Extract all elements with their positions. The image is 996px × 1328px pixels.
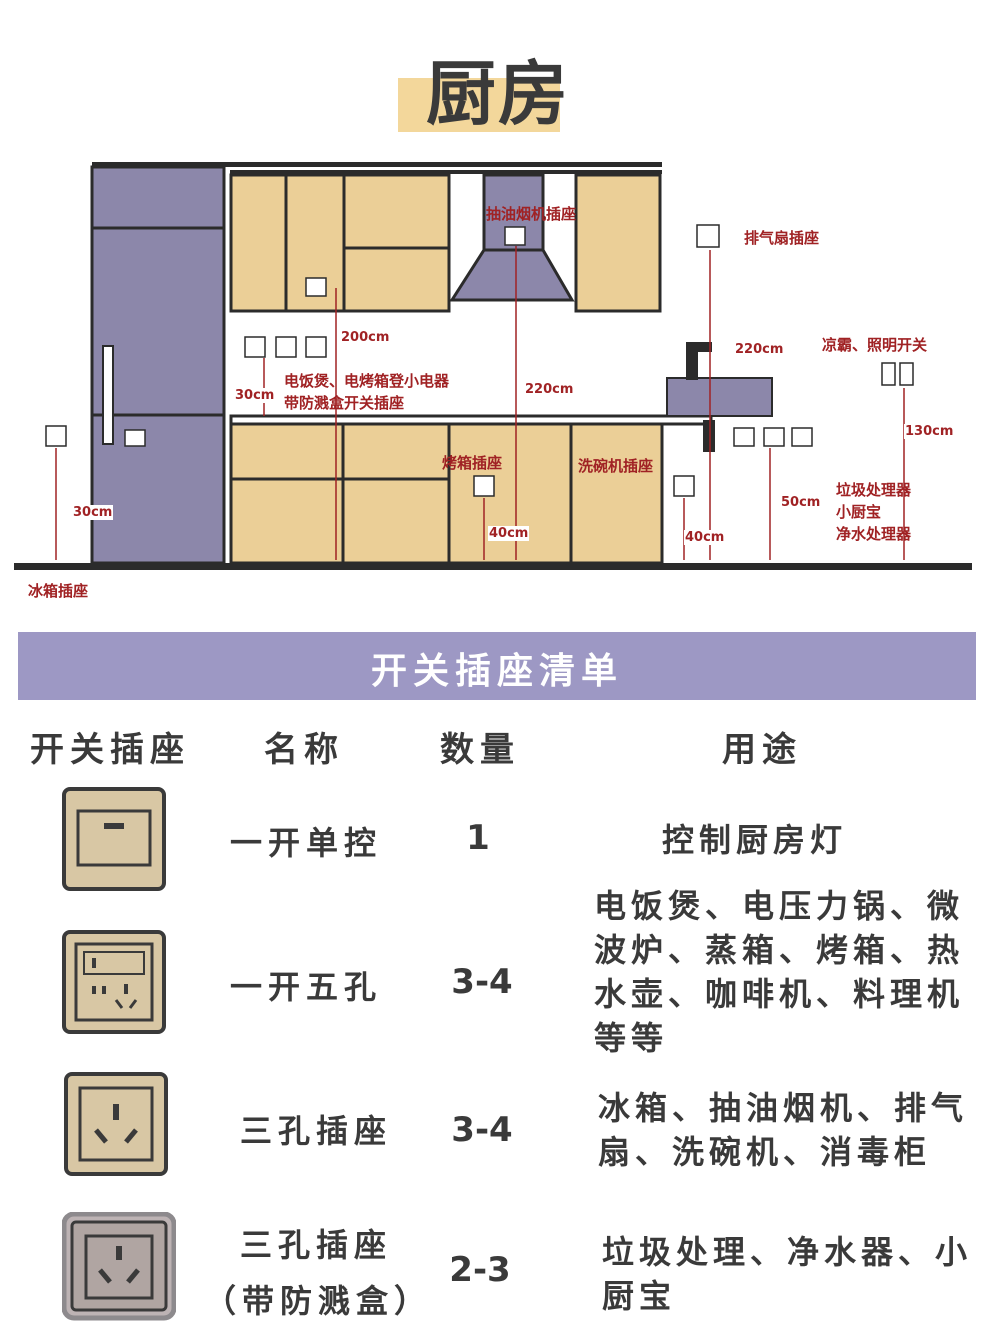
header-switch-socket: 开关插座 [30, 730, 190, 770]
page-title: 厨房 [426, 53, 570, 135]
list-title: 开关插座清单 [370, 651, 623, 692]
label-bath-heater-switch: 凉霸、照明开关 [822, 336, 928, 354]
row-3-qty: 3-4 [451, 1110, 513, 1150]
row-1-qty: 1 [466, 818, 490, 858]
row-3-use: 冰箱、抽油烟机、排气 扇、洗碗机、消毒柜 [598, 1089, 969, 1171]
row-4-name-line2: （带防溅盒） [204, 1282, 433, 1320]
row-4-qty: 2-3 [449, 1250, 511, 1290]
dim-220cm-hood: 220cm [524, 382, 575, 397]
splashproof-three-hole-socket-icon [61, 1211, 177, 1328]
fridge-handle [102, 345, 114, 445]
dim-130cm: 130cm [904, 424, 955, 439]
three-hole-socket-icon [64, 1072, 168, 1180]
label-fridge-socket: 冰箱插座 [28, 582, 89, 600]
row-1-name: 一开单控 [229, 824, 382, 862]
list-banner: 开关插座清单 [18, 632, 976, 700]
switch-five-hole-socket-icon [62, 930, 166, 1038]
label-garbage-disposal: 垃圾处理器 [836, 481, 912, 499]
label-water-heater: 小厨宝 [836, 503, 882, 521]
dim-200cm: 200cm [340, 330, 391, 345]
row-4-use: 垃圾处理、净水器、小 厨宝 [602, 1233, 973, 1315]
top-rail-2 [230, 170, 662, 174]
drain-pipe [703, 420, 715, 452]
range-hood [449, 248, 575, 302]
label-hood-socket: 抽油烟机插座 [486, 205, 577, 223]
kitchen-drawing [14, 162, 972, 570]
title-area: 厨房 [0, 20, 996, 135]
floor [14, 563, 972, 570]
single-switch-icon [62, 787, 166, 895]
label-small-appliance-2: 带防溅盒开关插座 [284, 394, 405, 412]
countertop [229, 414, 713, 426]
socket-markers [45, 224, 914, 497]
upper-cabinets [229, 173, 662, 313]
dim-50cm: 50cm [780, 495, 822, 510]
label-exhaust-fan-socket: 排气扇插座 [744, 229, 820, 247]
row-2-use: 电饭煲、电压力锅、微 波炉、蒸箱、烤箱、热 水壶、咖啡机、料理机 等等 [594, 887, 965, 1057]
header-quantity: 数量 [440, 730, 520, 770]
label-small-appliance-1: 电饭煲、电烤箱登小电器 [284, 372, 450, 390]
dimension-lines [55, 246, 905, 560]
label-water-purifier: 净水处理器 [836, 525, 912, 543]
faucet [686, 346, 698, 380]
kitchen-elevation-diagram: 抽油烟机插座 排气扇插座 凉霸、照明开关 电饭煲、电烤箱登小电器 带防溅盒开关插… [0, 150, 996, 610]
dim-30cm-fridge: 30cm [72, 505, 114, 520]
sink [666, 377, 773, 417]
label-dishwasher-socket: 洗碗机插座 [578, 457, 654, 475]
range-hood-chimney [482, 173, 545, 252]
dim-30cm-counter: 30cm [234, 388, 276, 403]
dim-40cm-dishwasher: 40cm [684, 530, 726, 545]
row-1-use: 控制厨房灯 [662, 821, 848, 859]
header-name: 名称 [264, 730, 344, 770]
row-2-qty: 3-4 [451, 962, 513, 1002]
row-3-name: 三孔插座 [239, 1112, 392, 1150]
lower-cabinets [229, 422, 664, 565]
dim-40cm-oven: 40cm [488, 526, 530, 541]
title-highlight [398, 78, 560, 132]
top-rail [92, 162, 662, 167]
row-2-name: 一开五孔 [229, 968, 382, 1006]
row-4-name-line1: 三孔插座 [239, 1226, 392, 1264]
dim-220cm-fan: 220cm [734, 342, 785, 357]
label-oven-socket: 烤箱插座 [442, 454, 503, 472]
header-usage: 用途 [722, 730, 802, 770]
